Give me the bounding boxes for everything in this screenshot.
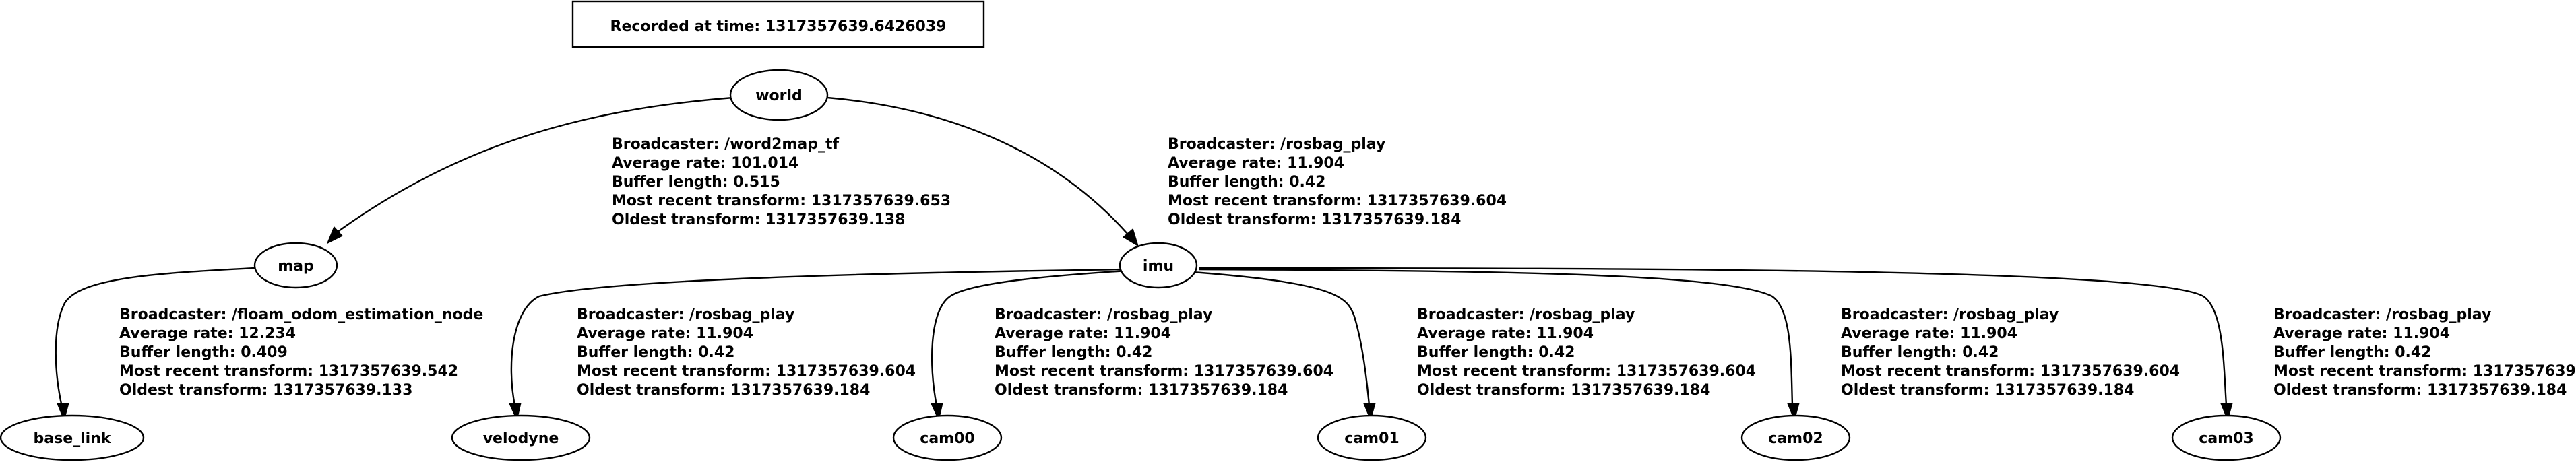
node-cam01: cam01 (1317, 414, 1427, 461)
edge-world-map-arrowhead (326, 226, 343, 244)
edge-label-line: Average rate: 11.904 (1417, 325, 1594, 342)
node-world-label: world (755, 88, 803, 104)
edge-label-line: Most recent transform: 1317357639.604 (1841, 363, 2180, 380)
edge-label-line: Average rate: 11.904 (995, 325, 1171, 342)
edge-label-world-imu: Broadcaster: /rosbag_play Average rate: … (1168, 136, 1507, 228)
edge-label-line: Most recent transform: 1317357639.542 (119, 363, 458, 380)
edge-label-line: Oldest transform: 1317357639.184 (1841, 382, 2134, 399)
node-base-link-label: base_link (34, 430, 112, 447)
edge-world-imu-line (827, 96, 1129, 235)
edge-label-imu-cam01: Broadcaster: /rosbag_play Average rate: … (1417, 306, 1756, 399)
node-velodyne: velodyne (451, 414, 591, 461)
edge-labels: Broadcaster: /word2map_tf Average rate: … (119, 136, 2576, 399)
edge-label-imu-cam00: Broadcaster: /rosbag_play Average rate: … (995, 306, 1333, 399)
edge-imu-cam01-arrowhead (1363, 403, 1376, 422)
edge-label-line: Buffer length: 0.515 (612, 174, 780, 191)
node-map-label: map (278, 258, 314, 275)
edge-label-line: Broadcaster: /word2map_tf (612, 136, 839, 153)
edge-label-line: Most recent transform: 1317357639.604 (1168, 193, 1507, 209)
node-map: map (253, 242, 338, 289)
edge-imu-cam03 (1199, 267, 2233, 422)
edge-label-line: Buffer length: 0.42 (1841, 344, 1999, 361)
edge-label-world-map: Broadcaster: /word2map_tf Average rate: … (612, 136, 951, 228)
edge-label-line: Average rate: 11.904 (577, 325, 753, 342)
edge-imu-cam03-line (1199, 267, 2228, 406)
edge-label-line: Average rate: 11.904 (1168, 155, 1344, 172)
edge-imu-cam03-arrowhead (2220, 403, 2233, 422)
node-base-link: base_link (0, 414, 145, 461)
recorded-time-label: Recorded at time: 1317357639.6426039 (610, 18, 947, 35)
node-cam03-label: cam03 (2199, 430, 2253, 447)
edge-label-line: Average rate: 101.014 (612, 155, 798, 172)
edge-imu-cam02-line (1199, 268, 1794, 406)
edge-imu-velodyne-line (510, 268, 1127, 406)
node-cam00: cam00 (892, 414, 1003, 461)
edge-label-line: Oldest transform: 1317357639.133 (119, 382, 412, 399)
edge-label-line: Most recent transform: 1317357639.604 (577, 363, 916, 380)
edge-label-line: Broadcaster: /rosbag_play (2273, 306, 2491, 323)
edge-world-map (326, 96, 734, 244)
edge-imu-cam01-line (1192, 271, 1371, 406)
edge-label-line: Average rate: 11.904 (1841, 325, 2017, 342)
edge-label-line: Oldest transform: 1317357639.184 (577, 382, 870, 399)
node-cam02: cam02 (1740, 414, 1851, 461)
nodes: world map imu base_link velodyne cam00 c… (0, 69, 2282, 461)
edge-world-imu (827, 96, 1139, 247)
edges (55, 96, 2233, 422)
node-imu: imu (1119, 242, 1198, 289)
edge-label-line: Most recent transform: 1317357639.604 (1417, 363, 1756, 380)
edge-label-imu-cam03: Broadcaster: /rosbag_play Average rate: … (2273, 306, 2576, 399)
node-cam00-label: cam00 (920, 430, 974, 447)
edge-label-line: Buffer length: 0.42 (1417, 344, 1575, 361)
edge-label-line: Oldest transform: 1317357639.184 (2273, 382, 2567, 399)
edge-label-line: Broadcaster: /rosbag_play (577, 306, 794, 323)
edge-label-line: Oldest transform: 1317357639.138 (612, 211, 905, 228)
edge-label-imu-velodyne: Broadcaster: /rosbag_play Average rate: … (577, 306, 916, 399)
node-world: world (729, 69, 829, 121)
edge-imu-cam01 (1192, 271, 1376, 422)
edge-label-imu-cam02: Broadcaster: /rosbag_play Average rate: … (1841, 306, 2180, 399)
edge-imu-cam02 (1199, 268, 1800, 422)
edge-label-line: Oldest transform: 1317357639.184 (1417, 382, 1710, 399)
edge-label-line: Most recent transform: 1317357639.604 (995, 363, 1333, 380)
edge-label-line: Oldest transform: 1317357639.184 (1168, 211, 1461, 228)
edge-world-map-line (336, 96, 734, 233)
edge-label-line: Broadcaster: /rosbag_play (1168, 136, 1385, 153)
edge-map-base-link-line (55, 267, 257, 407)
recorded-time-box: Recorded at time: 1317357639.6426039 (571, 0, 985, 48)
edge-imu-cam00-line (931, 269, 1127, 406)
edge-label-line: Oldest transform: 1317357639.184 (995, 382, 1288, 399)
edge-label-line: Average rate: 11.904 (2273, 325, 2450, 342)
node-cam02-label: cam02 (1768, 430, 1823, 447)
edge-label-line: Most recent transform: 1317357639.604 (2273, 363, 2576, 380)
edge-label-line: Buffer length: 0.42 (995, 344, 1152, 361)
node-cam03: cam03 (2171, 414, 2282, 461)
edge-map-base-link (55, 267, 257, 422)
edge-label-line: Most recent transform: 1317357639.653 (612, 193, 951, 209)
edge-label-line: Broadcaster: /rosbag_play (995, 306, 1212, 323)
edge-label-line: Buffer length: 0.42 (2273, 344, 2431, 361)
edge-label-line: Broadcaster: /floam_odom_estimation_node (119, 306, 483, 323)
edge-label-line: Buffer length: 0.409 (119, 344, 288, 361)
node-cam01-label: cam01 (1344, 430, 1399, 447)
edge-label-line: Average rate: 12.234 (119, 325, 296, 342)
node-velodyne-label: velodyne (483, 430, 559, 447)
edge-imu-cam02-arrowhead (1787, 403, 1800, 422)
edge-label-line: Broadcaster: /rosbag_play (1417, 306, 1635, 323)
edge-label-line: Buffer length: 0.42 (577, 344, 734, 361)
node-imu-label: imu (1143, 258, 1174, 275)
edge-label-line: Buffer length: 0.42 (1168, 174, 1325, 191)
edge-label-map-base-link: Broadcaster: /floam_odom_estimation_node… (119, 306, 483, 399)
edge-label-line: Broadcaster: /rosbag_play (1841, 306, 2059, 323)
edge-world-imu-arrowhead (1122, 228, 1139, 247)
edge-map-base-link-arrowhead (57, 403, 69, 422)
